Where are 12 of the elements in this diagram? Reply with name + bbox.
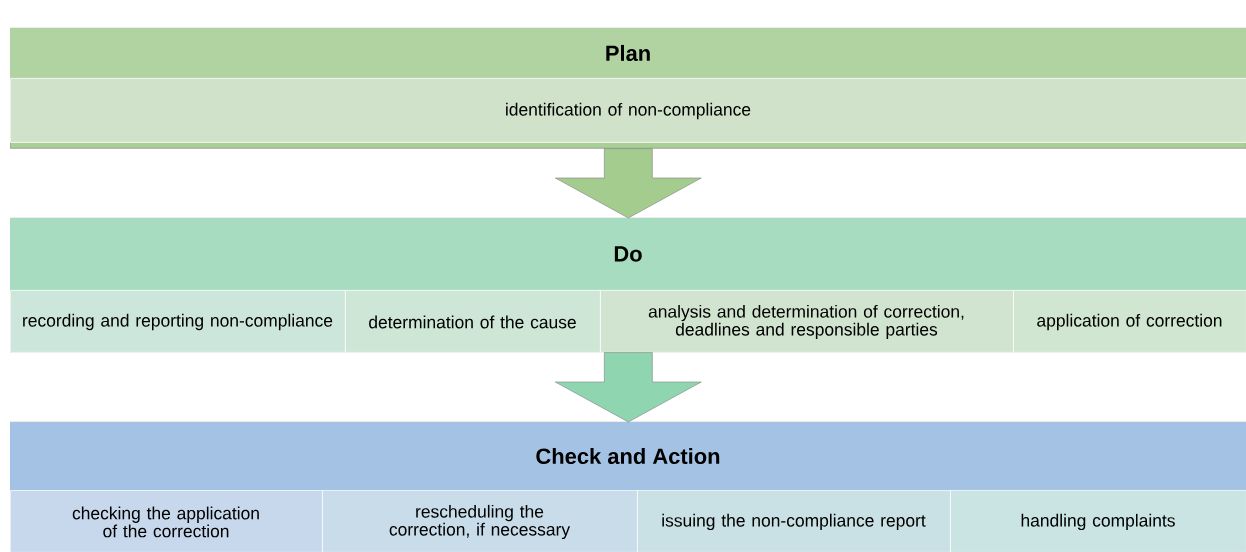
- step-cell: rescheduling the correction, if necessary: [322, 490, 638, 552]
- step-cell: determination of the cause: [345, 290, 601, 353]
- step-cell: checking the application of the correction: [10, 490, 323, 552]
- step-cell: issuing the non-compliance report: [637, 490, 951, 552]
- step-cell: handling complaints: [950, 490, 1246, 552]
- step-cell: recording and reporting non-compliance: [10, 290, 346, 353]
- step-cell: identification of non-compliance: [10, 78, 1246, 143]
- step-cell: analysis and determination of correction, deadlines and responsible parties: [600, 290, 1014, 353]
- node-label: application of correction: [1037, 313, 1222, 331]
- block-arrow: [555, 148, 702, 219]
- block-arrow: [555, 352, 702, 423]
- step-cell: application of correction: [1013, 290, 1246, 353]
